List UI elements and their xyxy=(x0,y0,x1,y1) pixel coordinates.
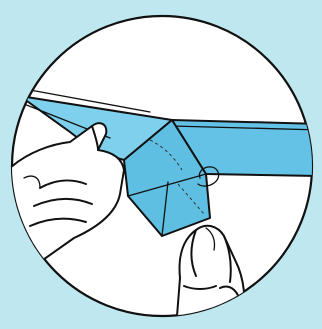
diagram-panel xyxy=(0,0,322,329)
folding-illustration xyxy=(0,0,322,329)
